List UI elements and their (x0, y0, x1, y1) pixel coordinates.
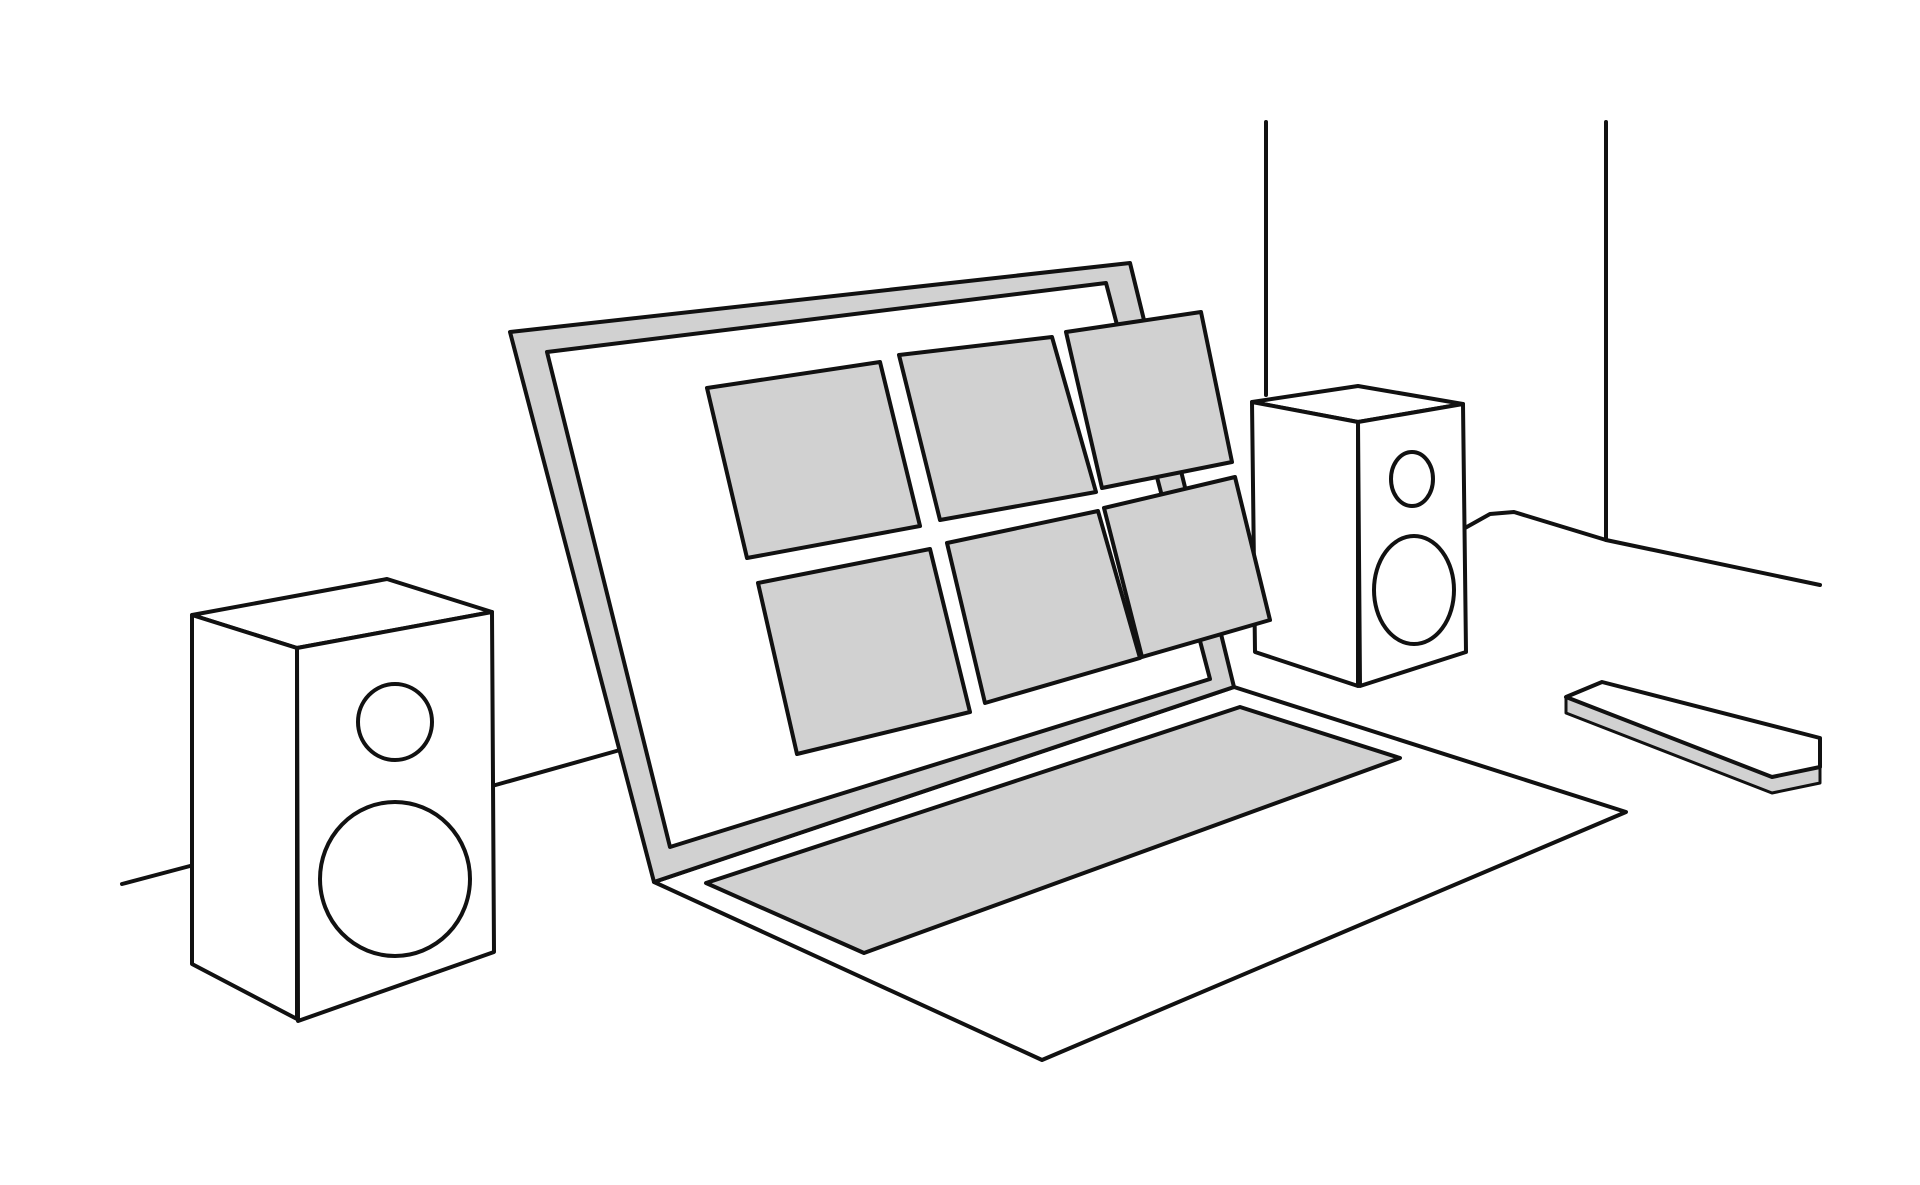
desk (120, 510, 1822, 886)
speaker-right-tweeter (1389, 450, 1435, 508)
speaker-right (1250, 384, 1468, 688)
speaker-right-front (1250, 400, 1360, 688)
phone (1564, 680, 1822, 795)
app-tile-6 (1102, 475, 1272, 659)
desk-back-edge-right (1463, 510, 1822, 587)
app-tile-3 (1064, 310, 1234, 490)
speaker-left-tweeter (356, 682, 434, 762)
desk-back-edge-left (120, 864, 192, 886)
speaker-right-woofer (1372, 534, 1456, 646)
app-tile-5 (945, 509, 1142, 705)
room-lines (1264, 120, 1608, 542)
speaker-left (190, 577, 496, 1023)
speaker-left-front (190, 613, 299, 1021)
screen-tiles (705, 310, 1272, 756)
laptop (508, 261, 1628, 1062)
desk-back-edge-mid (490, 748, 622, 788)
speaker-left-woofer (318, 800, 472, 958)
laptop-keyboard (704, 705, 1402, 955)
app-tile-2 (897, 335, 1098, 522)
phone-top (1564, 680, 1822, 779)
app-tile-1 (705, 360, 922, 560)
app-tile-4 (756, 547, 972, 756)
